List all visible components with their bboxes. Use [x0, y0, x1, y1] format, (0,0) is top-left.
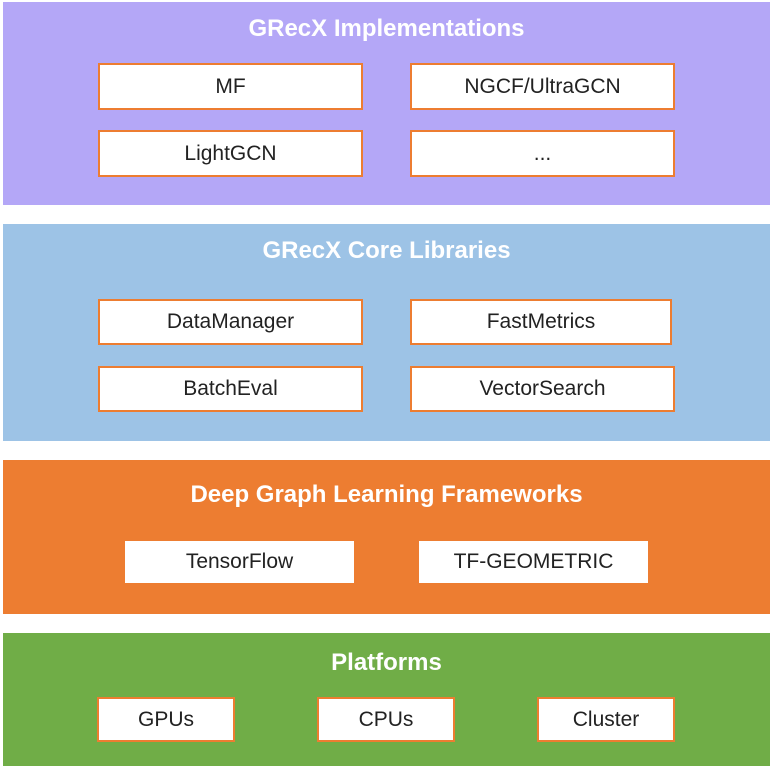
component-box: MF: [98, 63, 363, 110]
component-box: BatchEval: [98, 366, 363, 412]
component-box: Cluster: [537, 697, 675, 742]
component-box: TensorFlow: [125, 541, 354, 583]
layer-title: GRecX Implementations: [248, 15, 525, 42]
component-box: CPUs: [317, 697, 455, 742]
layer-deep-graph-learning-frameworks: Deep Graph Learning Frameworks TensorFlo…: [3, 460, 770, 614]
component-box: LightGCN: [98, 130, 363, 177]
component-box: ...: [410, 130, 675, 177]
component-box: NGCF/UltraGCN: [410, 63, 675, 110]
component-box: DataManager: [98, 299, 363, 345]
layer-title: Platforms: [331, 649, 442, 676]
component-box: VectorSearch: [410, 366, 675, 412]
layer-title: GRecX Core Libraries: [262, 237, 511, 264]
component-box: TF-GEOMETRIC: [419, 541, 648, 583]
layer-title: Deep Graph Learning Frameworks: [190, 481, 583, 508]
layer-platforms: Platforms GPUs CPUs Cluster: [3, 633, 770, 766]
component-box: GPUs: [97, 697, 235, 742]
layer-grecx-implementations: GRecX Implementations MF NGCF/UltraGCN L…: [3, 2, 770, 205]
layer-grecx-core-libraries: GRecX Core Libraries DataManager FastMet…: [3, 224, 770, 441]
component-box: FastMetrics: [410, 299, 672, 345]
